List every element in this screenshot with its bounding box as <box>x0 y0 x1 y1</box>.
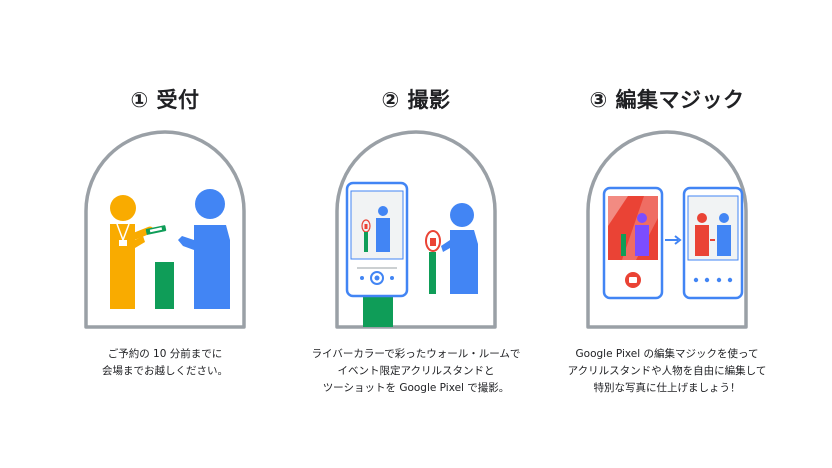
step-title: ③ 編集マジック <box>589 88 745 112</box>
step-description: ライバーカラーで彩ったウォール・ルームで イベント限定アクリルスタンドと ツーシ… <box>296 346 536 397</box>
step-description: Google Pixel の編集マジックを使って アクリルスタンドや人物を自由に… <box>547 346 787 397</box>
description-line: 会場までお越しください。 <box>102 365 228 377</box>
photography-illustration <box>333 128 499 329</box>
step-description: ご予約の 10 分前までに 会場までお越しください。 <box>45 346 285 380</box>
description-line: ご予約の 10 分前までに <box>107 348 223 360</box>
description-line: Google Pixel の編集マジックを使って <box>575 348 759 360</box>
description-line: 特別な写真に仕上げましょう！ <box>593 382 741 394</box>
description-line: ライバーカラーで彩ったウォール・ルームで <box>311 348 521 360</box>
step-photography: ② 撮影 <box>296 0 536 468</box>
step-magic-editor: ③ 編集マジック <box>547 0 787 468</box>
magic-editor-illustration <box>584 128 750 329</box>
reception-icon <box>84 130 246 329</box>
step-title: ② 撮影 <box>381 88 451 112</box>
camera-icon <box>335 130 497 329</box>
step-reception: ① 受付 ご予約の 10 分前までに 会場までお越しください。 <box>45 0 285 468</box>
description-line: アクリルスタンドや人物を自由に編集して <box>567 365 767 377</box>
step-title: ① 受付 <box>130 88 200 112</box>
reception-illustration <box>82 128 248 329</box>
magic-editor-icon <box>586 130 748 329</box>
description-line: ツーショットを Google Pixel で撮影。 <box>322 382 510 394</box>
description-line: イベント限定アクリルスタンドと <box>337 365 495 377</box>
